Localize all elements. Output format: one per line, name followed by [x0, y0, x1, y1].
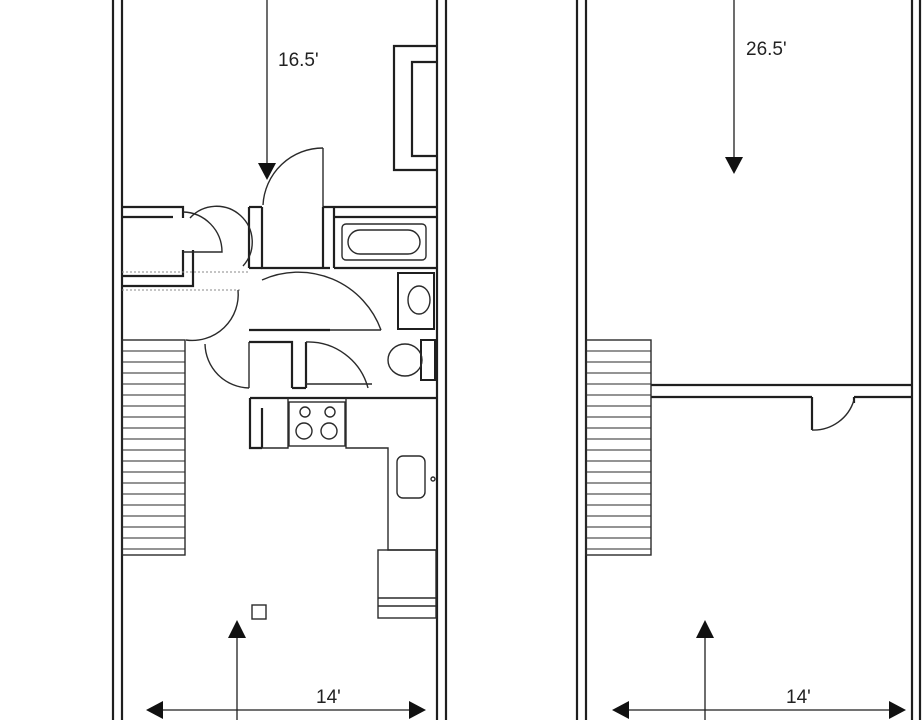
dimension-arrow-icon [612, 701, 906, 719]
stairs-icon [585, 339, 652, 556]
exterior-wall-left [111, 0, 124, 720]
kitchen-counters [248, 396, 437, 551]
width-label-upper: 14' [786, 687, 811, 708]
bathroom-walls [247, 205, 437, 270]
dimension-arrow-icon [725, 0, 743, 174]
depth-label-lower: 16.5' [278, 50, 319, 71]
dimension-arrow-icon [146, 701, 426, 719]
dimension-arrow-icon [258, 0, 276, 180]
dimension-arrow-icon [696, 620, 714, 720]
stove-icon [288, 401, 346, 447]
depth-label-upper: 26.5' [746, 39, 787, 60]
refrigerator [377, 549, 437, 619]
hallway-marks [122, 271, 250, 291]
powder-room-walls [249, 328, 372, 390]
column-post [251, 604, 267, 620]
hall-closet [122, 205, 253, 288]
door-swing-icon [811, 399, 855, 431]
toilet-icon [387, 339, 436, 381]
upper-level-plan: 26.5' 14' [575, 0, 922, 720]
dimension-arrow-icon [228, 620, 246, 720]
width-label-lower: 14' [316, 687, 341, 708]
bathtub-icon [341, 223, 427, 261]
stairs-icon [121, 339, 186, 556]
lower-level-plan: 16.5' 14' [111, 0, 448, 720]
sink-icon [397, 272, 435, 330]
door-swing-icon [204, 342, 250, 389]
exterior-wall-left [575, 0, 588, 720]
interior-partition [651, 383, 912, 430]
kitchen-sink-icon [396, 455, 436, 499]
closet-top-right [392, 44, 437, 172]
exterior-wall-right [910, 0, 922, 720]
door-swing-icon [262, 147, 324, 207]
exterior-wall-right [435, 0, 448, 720]
